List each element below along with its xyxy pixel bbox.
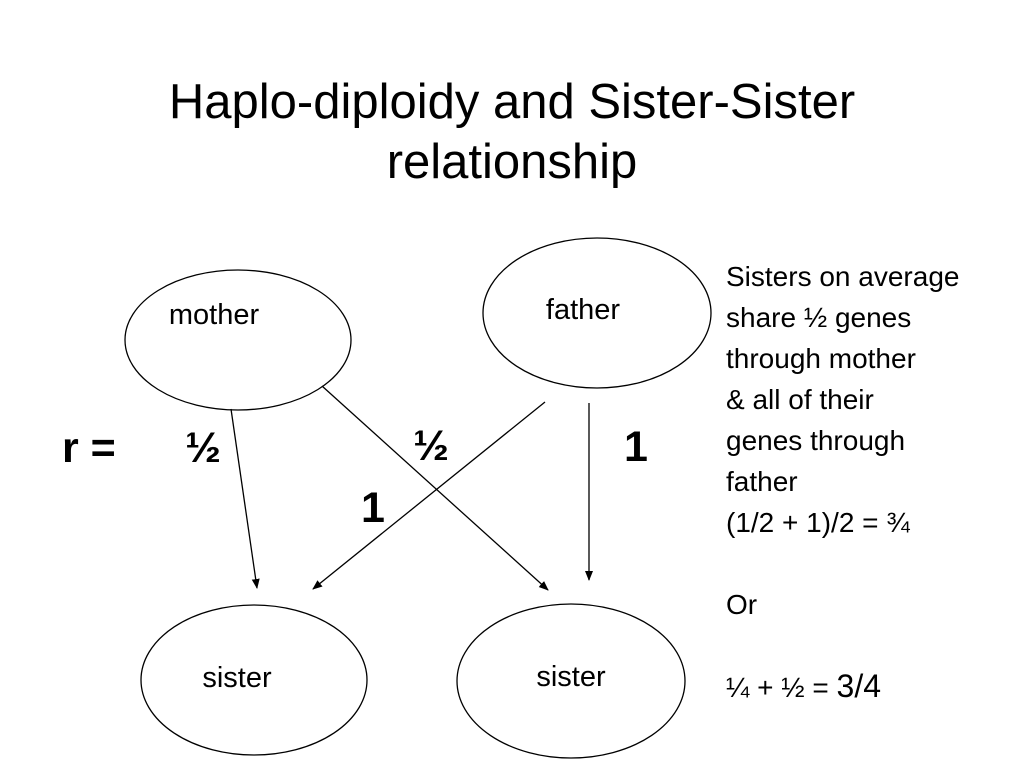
alternative-formula-result: 3/4 <box>836 668 882 704</box>
arrow-mother-to-left-sister <box>230 408 260 589</box>
arrow-mother-to-right-sister <box>321 385 549 591</box>
explanation-line-3: through mother <box>726 343 916 374</box>
explanation-text: Sisters on average share ½ genes through… <box>726 256 1021 708</box>
alternative-formula: ¼ + ½ = 3/4 <box>726 666 1021 708</box>
relatedness-mother-left: ½ <box>185 424 221 472</box>
explanation-line-6: father <box>726 466 798 497</box>
right-sister-label: sister <box>536 661 606 693</box>
arrow-father-to-left-sister <box>312 401 546 590</box>
father-label: father <box>546 294 620 326</box>
title-line-1: Haplo-diploidy and Sister-Sister <box>168 75 856 129</box>
mother-node: mother <box>124 269 352 411</box>
explanation-line-2: share ½ genes <box>726 302 912 333</box>
relatedness-prefix: r = <box>62 424 116 472</box>
explanation-line-4: & all of their <box>726 384 874 415</box>
explanation-line-1: Sisters on average <box>726 261 960 292</box>
explanation-line-5: genes through <box>726 425 906 456</box>
left-sister-label: sister <box>202 662 272 694</box>
relatedness-father-left: 1 <box>361 484 385 532</box>
explanation-formula: (1/2 + 1)/2 = ¾ <box>726 507 910 538</box>
alternative-formula-prefix: ¼ + ½ = <box>726 672 837 703</box>
slide-title: Haplo-diploidy and Sister-Sister relatio… <box>0 72 1024 192</box>
relatedness-father-right: 1 <box>624 423 648 471</box>
relatedness-mother-right: ½ <box>413 422 449 470</box>
left-sister-node: sister <box>140 604 368 756</box>
mother-label: mother <box>169 299 260 331</box>
father-node: father <box>482 237 712 389</box>
title-line-2: relationship <box>386 135 638 189</box>
right-sister-node: sister <box>456 603 686 759</box>
explanation-or: Or <box>726 589 758 620</box>
